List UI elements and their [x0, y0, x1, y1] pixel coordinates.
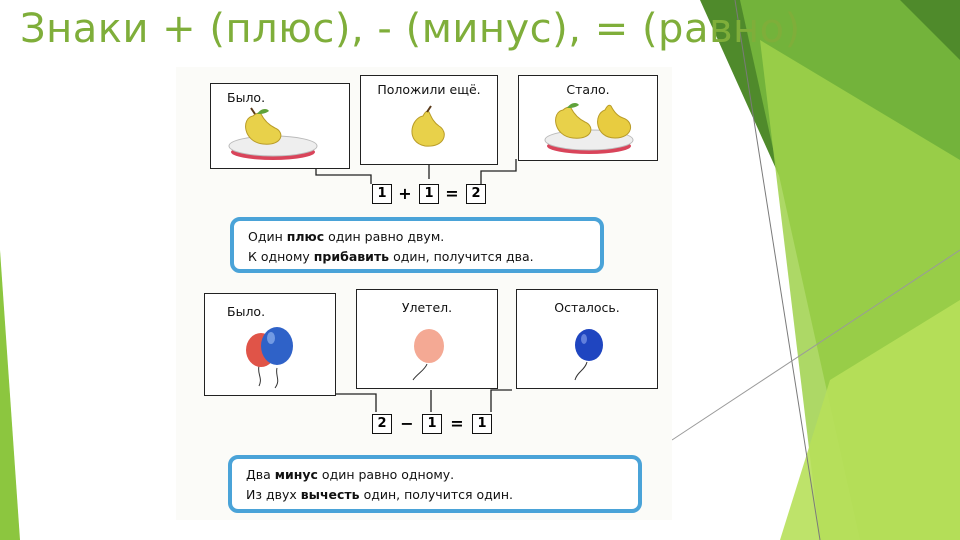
- pear-on-plate-illustration: [228, 107, 318, 160]
- panel-before-sub: Было.: [204, 293, 336, 396]
- blue-balloon-illustration: [574, 329, 603, 381]
- addition-sentence-2: К одному прибавить один, получится два.: [248, 247, 586, 267]
- subtraction-sentence-1: Два минус один равно одному.: [246, 465, 624, 485]
- equation-operand-b: 1: [422, 414, 442, 434]
- keyword-subtract: вычесть: [300, 487, 360, 502]
- equation-operand-a: 2: [372, 414, 392, 434]
- subtraction-sentence-2: Из двух вычесть один, получится один.: [246, 485, 624, 505]
- panel-label: Положили ещё.: [377, 82, 481, 97]
- keyword-minus: минус: [274, 467, 318, 482]
- sentence-text: один равно двум.: [324, 229, 445, 244]
- subtraction-sentence-box: Два минус один равно одному. Из двух выч…: [228, 455, 642, 513]
- panel-added-add: Положили ещё.: [360, 75, 498, 165]
- panel-result-sub: Осталось.: [516, 289, 658, 389]
- equation-equals: =: [445, 184, 459, 203]
- two-pears-on-plate-illustration: [544, 103, 634, 154]
- keyword-add: прибавить: [313, 249, 390, 264]
- deco-triangle-left: [0, 250, 20, 540]
- connector-add-left: [315, 167, 372, 184]
- equation-operand-a: 1: [372, 184, 392, 204]
- sentence-text: К одному: [248, 249, 314, 264]
- sentence-text: Один: [248, 229, 287, 244]
- equation-operator: +: [398, 184, 412, 203]
- sentence-text: Два: [246, 467, 275, 482]
- equation-equals: =: [450, 414, 464, 433]
- panel-label: Было.: [227, 90, 266, 105]
- keyword-plus: плюс: [286, 229, 325, 244]
- panel-label: Улетел.: [401, 300, 453, 315]
- panel-label: Было.: [227, 304, 266, 319]
- pear-illustration: [411, 105, 445, 147]
- two-balloons-illustration: [246, 327, 293, 389]
- equation-result: 2: [466, 184, 486, 204]
- deco-triangle-bright: [780, 300, 960, 540]
- sentence-text: один, получится два.: [389, 249, 534, 264]
- connector-add-right: [480, 159, 517, 184]
- panel-before-add: Было.: [210, 83, 350, 169]
- sentence-text: один равно одному.: [317, 467, 455, 482]
- panel-label: Осталось.: [554, 300, 620, 315]
- equation-operator: −: [400, 414, 414, 433]
- textbook-page: Было. Положили ещё. Стало. 1 + 1 = 2: [176, 67, 672, 520]
- deco-line: [671, 249, 960, 441]
- pink-balloon-illustration: [412, 329, 444, 381]
- equation-result: 1: [472, 414, 492, 434]
- addition-sentence-box: Один плюс один равно двум. К одному приб…: [230, 217, 604, 273]
- deco-line: [734, 0, 821, 540]
- panel-label: Стало.: [566, 82, 610, 97]
- connector-sub-right: [490, 389, 512, 412]
- connector-lines: [315, 159, 517, 412]
- connector-sub-left: [334, 393, 377, 412]
- equation-operand-b: 1: [419, 184, 439, 204]
- addition-sentence-1: Один плюс один равно двум.: [248, 227, 586, 247]
- panel-removed-sub: Улетел.: [356, 289, 498, 389]
- slide-title: Знаки + (плюс), - (минус), = (равно): [20, 6, 801, 52]
- sentence-text: Из двух: [246, 487, 301, 502]
- panel-result-add: Стало.: [518, 75, 658, 161]
- sentence-text: один, получится один.: [359, 487, 514, 502]
